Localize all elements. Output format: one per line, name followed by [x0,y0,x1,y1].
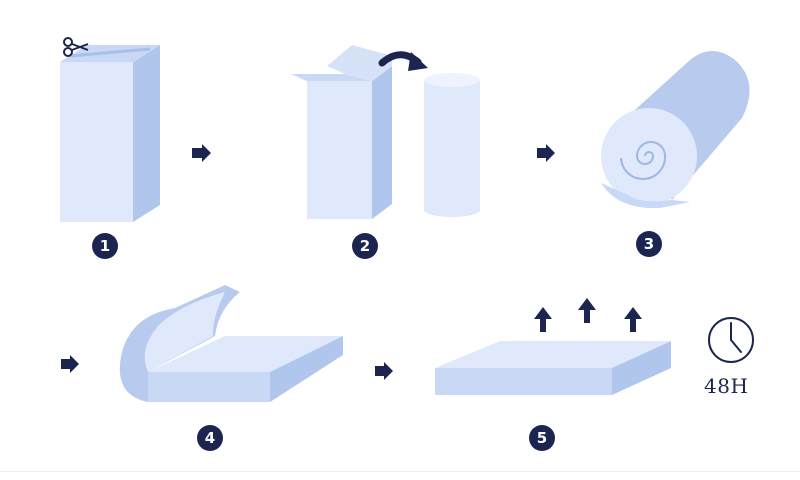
curl-inner [144,292,225,372]
scissors-icon [63,37,89,57]
right-arrow-icon [375,362,393,380]
step-1-illustration [60,37,160,222]
mattress-front [435,368,612,395]
right-arrow-icon [192,144,211,162]
box-side [133,45,160,222]
mattress-side [612,341,671,395]
bottom-divider [0,471,800,472]
right-arrow-icon [537,144,555,162]
up-arrow-icon [624,307,642,332]
up-arrow-icon [578,298,596,323]
box-side [372,66,392,219]
up-arrow-icon [534,307,552,332]
spiral [620,141,667,180]
right-arrow-icon [61,355,79,373]
mattress-front [148,372,270,402]
step-4-number: 4 [197,425,223,451]
roll-tail [601,183,690,209]
step-3-number: 3 [636,231,662,257]
mattress-top [148,336,343,372]
mattress-side [270,336,343,402]
clock-icon [708,317,754,363]
step-3-illustration [601,51,750,209]
step-4-illustration [119,285,343,402]
step-1-number: 1 [92,233,118,259]
step-2-number: 2 [352,233,378,259]
step-5-illustration [435,298,671,395]
step-2-illustration [291,45,480,219]
box-flap-back [327,45,392,81]
mattress-top [435,341,671,368]
box-front [60,62,133,222]
step-5-number: 5 [529,425,555,451]
curved-arrow-icon [378,51,428,71]
duration-label: 48H [704,374,749,398]
box-front [307,81,372,219]
cut-line [69,47,151,58]
roll-face [601,108,697,204]
roll-cylinder [424,73,480,217]
